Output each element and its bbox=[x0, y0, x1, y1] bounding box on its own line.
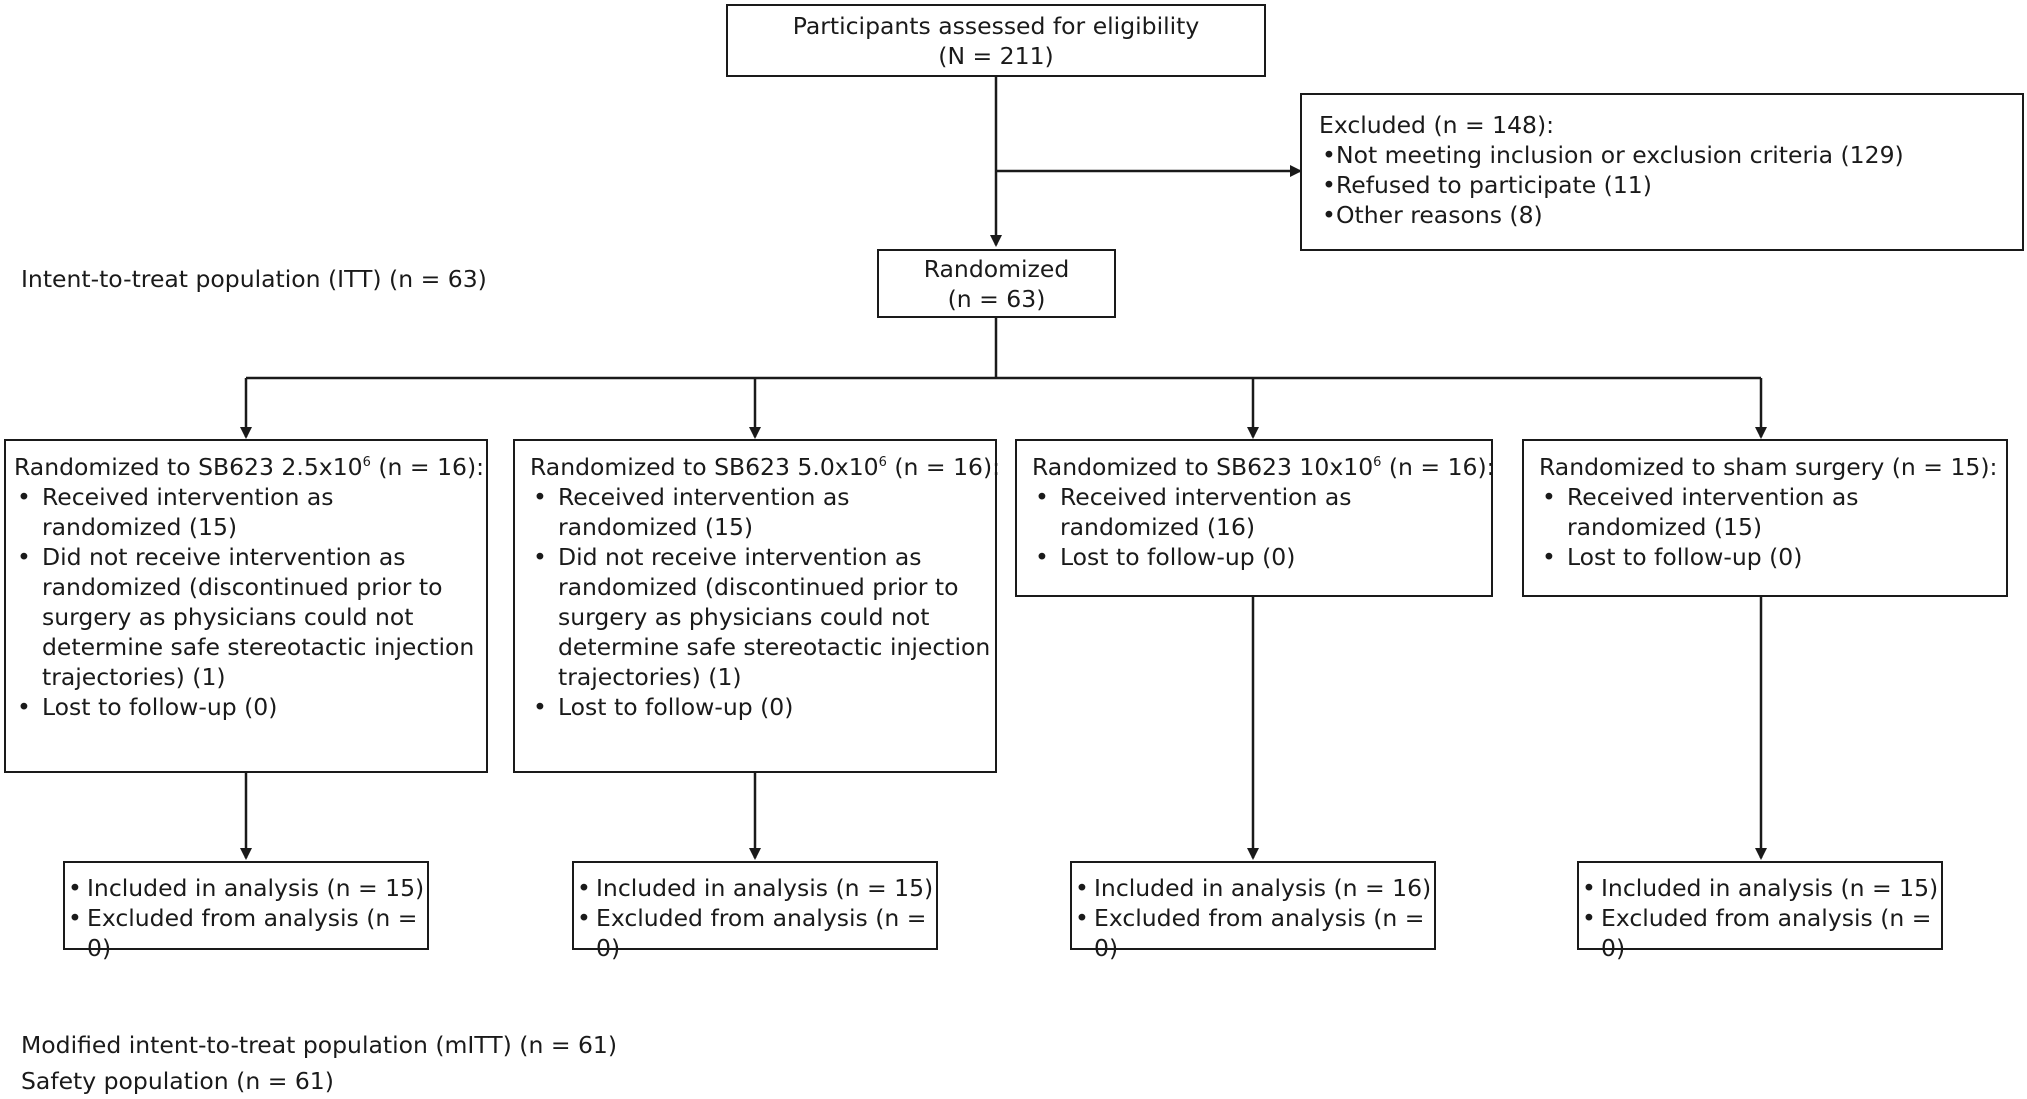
analysis-box: Included in analysis (n = 15) Excluded f… bbox=[1577, 861, 1943, 962]
list-item: Lost to follow-up (0) bbox=[530, 692, 995, 722]
list-item: Did not receive intervention asrandomize… bbox=[14, 542, 486, 692]
analysis-list: Included in analysis (n = 15) Excluded f… bbox=[65, 873, 427, 963]
analysis-list: Included in analysis (n = 15) Excluded f… bbox=[574, 873, 936, 963]
arm-title: Randomized to sham surgery (n = 15): bbox=[1539, 453, 1998, 481]
excluded-title: Excluded (n = 148): bbox=[1319, 111, 1555, 139]
analysis-box: Included in analysis (n = 15) Excluded f… bbox=[572, 861, 938, 962]
list-item: Lost to follow-up (0) bbox=[14, 692, 486, 722]
list-item: Did not receive intervention asrandomize… bbox=[530, 542, 995, 692]
itt-label: Intent-to-treat population (ITT) (n = 63… bbox=[21, 265, 487, 293]
list-item: Refused to participate (11) bbox=[1319, 170, 2022, 200]
arm-box: Randomized to SB623 10x106 (n = 16): Rec… bbox=[1015, 439, 1495, 597]
arm-box: Randomized to SB623 5.0x106 (n = 16): Re… bbox=[513, 439, 1001, 773]
analysis-list: Included in analysis (n = 16) Excluded f… bbox=[1072, 873, 1434, 963]
arm-box: Randomized to sham surgery (n = 15): Rec… bbox=[1522, 439, 2008, 597]
list-item: Excluded from analysis (n = 0) bbox=[65, 903, 427, 963]
list-item: Lost to follow-up (0) bbox=[1032, 542, 1491, 572]
assessed-box: Participants assessed for eligibility (N… bbox=[726, 4, 1266, 77]
randomized-count: (n = 63) bbox=[947, 285, 1046, 313]
assessed-count: (N = 211) bbox=[938, 42, 1054, 70]
assessed-title: Participants assessed for eligibility bbox=[792, 12, 1200, 40]
arm-title: Randomized to SB623 5.0x106 (n = 16): bbox=[530, 453, 1001, 481]
list-item: Included in analysis (n = 15) bbox=[574, 873, 936, 903]
safety-label: Safety population (n = 61) bbox=[21, 1067, 334, 1095]
analysis-box: Included in analysis (n = 16) Excluded f… bbox=[1070, 861, 1436, 962]
mitt-label: Modified intent-to-treat population (mIT… bbox=[21, 1031, 618, 1059]
randomized-box: Randomized (n = 63) bbox=[877, 249, 1116, 318]
list-item: Excluded from analysis (n = 0) bbox=[574, 903, 936, 963]
list-item: Not meeting inclusion or exclusion crite… bbox=[1319, 140, 2022, 170]
randomized-title: Randomized bbox=[923, 255, 1070, 283]
analysis-list: Included in analysis (n = 15) Excluded f… bbox=[1579, 873, 1941, 963]
list-item: Excluded from analysis (n = 0) bbox=[1072, 903, 1434, 963]
arm-title: Randomized to SB623 10x106 (n = 16): bbox=[1032, 453, 1495, 481]
analysis-box: Included in analysis (n = 15) Excluded f… bbox=[63, 861, 429, 962]
list-item: Included in analysis (n = 15) bbox=[65, 873, 427, 903]
arm-title: Randomized to SB623 2.5x106 (n = 16): bbox=[14, 453, 485, 481]
excluded-box: Excluded (n = 148): Not meeting inclusio… bbox=[1300, 93, 2024, 251]
list-item: Included in analysis (n = 15) bbox=[1579, 873, 1941, 903]
list-item: Excluded from analysis (n = 0) bbox=[1579, 903, 1941, 963]
list-item: Lost to follow-up (0) bbox=[1539, 542, 2006, 572]
list-item: Included in analysis (n = 16) bbox=[1072, 873, 1434, 903]
arm-box: Randomized to SB623 2.5x106 (n = 16): Re… bbox=[4, 439, 488, 773]
excluded-list: Not meeting inclusion or exclusion crite… bbox=[1319, 140, 2022, 230]
list-item: Other reasons (8) bbox=[1319, 200, 2022, 230]
